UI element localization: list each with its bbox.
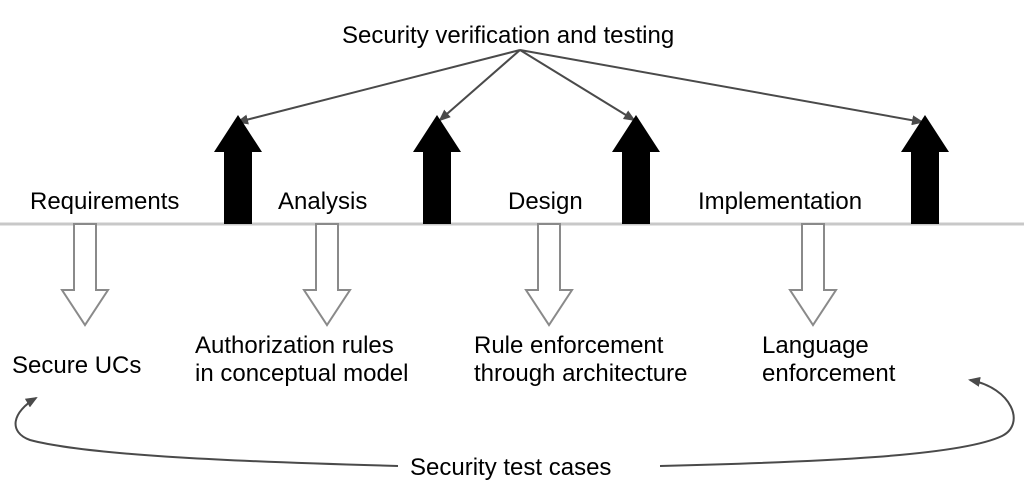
phase-label-analysis: Analysis [278,188,368,215]
block-arrow-up [612,115,660,224]
connector-arrow [438,49,521,122]
hollow-arrow-down [524,223,574,327]
output-language-enforcement: Language enforcement [762,332,895,388]
output-line: Language [762,332,869,359]
output-line: Secure UCs [12,352,142,379]
hollow-arrow-down [302,223,352,327]
connector-arrow [236,49,521,125]
hollow-arrow-down [788,223,838,327]
phase-label-design: Design [508,188,583,215]
verification-connectors [236,49,924,126]
verification-block-arrows [214,115,949,224]
block-arrow-up [901,115,949,224]
connector-arrow [519,49,636,122]
block-arrow-up [413,115,461,224]
curve-left [14,396,399,467]
output-line: Authorization rules [195,332,394,359]
bottom-label: Security test cases [410,454,612,481]
output-rule-enforcement: Rule enforcement through architecture [474,332,687,388]
connector-arrow [519,49,924,126]
top-label: Security verification and testing [342,22,675,49]
output-line: enforcement [762,360,896,387]
test-cases-feedback-curve [14,376,1015,467]
hollow-arrow-down [60,223,110,327]
output-line: in conceptual model [195,360,409,387]
output-authorization-rules: Authorization rules in conceptual model [195,332,408,388]
phase-label-requirements: Requirements [30,188,180,215]
block-arrow-up [214,115,262,224]
output-line: through architecture [474,360,688,387]
curve-right [659,376,1015,467]
output-line: Rule enforcement [474,332,664,359]
phase-label-implementation: Implementation [698,188,863,215]
output-secure-ucs: Secure UCs [12,352,141,380]
output-hollow-arrows [60,223,838,327]
